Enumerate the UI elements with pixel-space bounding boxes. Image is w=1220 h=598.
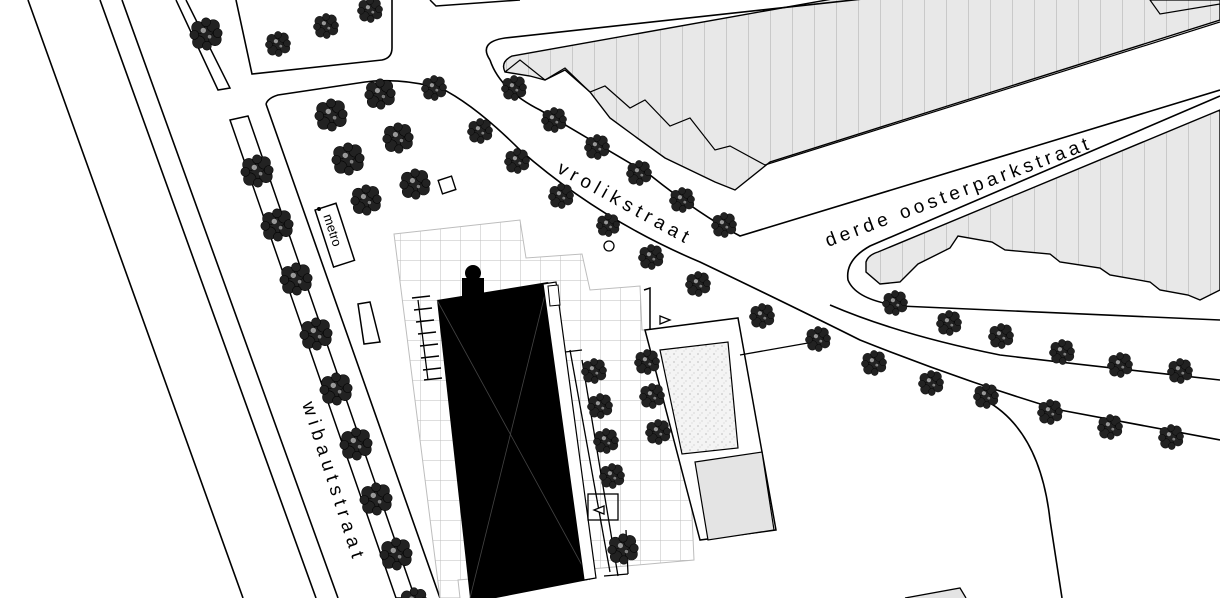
road-curve-south: [984, 399, 1063, 598]
tree-icon: [1037, 399, 1063, 425]
main-building: [436, 265, 597, 598]
tree-icon: [379, 537, 413, 571]
tree-icon: [581, 358, 607, 384]
tree-icon: [260, 208, 294, 242]
tree-icon: [587, 393, 613, 419]
tree-icon: [918, 370, 944, 396]
courtyard-block: [644, 317, 809, 541]
tree-icon: [882, 290, 908, 316]
tree-icon: [279, 262, 313, 296]
tree-icon: [685, 271, 711, 297]
building-stub-south: [904, 587, 967, 598]
tree-icon: [357, 0, 383, 23]
tree-icon: [541, 107, 567, 133]
tree-icon: [593, 428, 619, 454]
tree-icon: [1107, 352, 1133, 378]
tree-icon: [634, 349, 660, 375]
wibautstraat-road: [27, 0, 339, 598]
sidewalk-edge-wibaut: [265, 79, 431, 105]
tree-icon: [501, 75, 527, 101]
tree-icon: [299, 317, 333, 351]
tree-icon: [599, 463, 625, 489]
tree-icon: [339, 427, 373, 461]
tree-icon: [189, 17, 223, 51]
tree-icon: [988, 323, 1014, 349]
tree-icon: [595, 212, 621, 238]
bike-racks: [411, 295, 443, 381]
triangle-icon: [659, 315, 672, 325]
tree-icon: [1167, 358, 1193, 384]
tree-icon: [350, 184, 382, 216]
kiosk: [437, 175, 457, 195]
tree-icon: [265, 31, 291, 57]
tree-icon: [936, 310, 962, 336]
tree-icon: [504, 148, 530, 174]
median-strip-wibaut: [229, 115, 416, 598]
shelter: [357, 301, 381, 345]
top-kerb: [429, 0, 521, 7]
tree-icon: [861, 350, 887, 376]
plaza-island-north: [235, 0, 393, 75]
tree-icon: [645, 419, 671, 445]
tree-icon: [421, 75, 447, 101]
tree-icon: [1158, 424, 1184, 450]
tree-icon: [669, 187, 695, 213]
tree-icon: [314, 98, 348, 132]
tree-icon: [548, 183, 574, 209]
row-houses-south: [865, 109, 1220, 301]
tree-icon: [313, 13, 339, 39]
top-right-building: [1149, 0, 1220, 15]
metro-sign: metro: [314, 202, 356, 269]
tree-icon: [584, 134, 610, 160]
tree-icon: [240, 154, 274, 188]
tree-icon: [382, 122, 414, 154]
tree-icon: [626, 160, 652, 186]
triangle-icon: [592, 505, 605, 515]
tree-icon: [1097, 414, 1123, 440]
tree-icon: [359, 482, 393, 516]
vrolikstraat-kerb-south: [829, 304, 1220, 381]
tree-icon: [749, 303, 775, 329]
row-houses-north-outline: [504, 21, 1220, 166]
tree-icon: [639, 383, 665, 409]
tree-icon: [364, 78, 396, 110]
tree-icon: [399, 168, 431, 200]
entrance-bracket: [643, 286, 651, 330]
tree-icon: [607, 533, 639, 565]
tree-icon: [331, 142, 365, 176]
tree-icon: [711, 212, 737, 238]
tree-icon: [805, 326, 831, 352]
tree-icon: [467, 118, 493, 144]
tree-icon: [319, 372, 353, 406]
tree-icon: [1049, 339, 1075, 365]
tree-icon: [973, 383, 999, 409]
sidewalk-edge-wibaut-long: [265, 103, 441, 598]
tree-icon: [638, 244, 664, 270]
bollard: [603, 240, 615, 252]
